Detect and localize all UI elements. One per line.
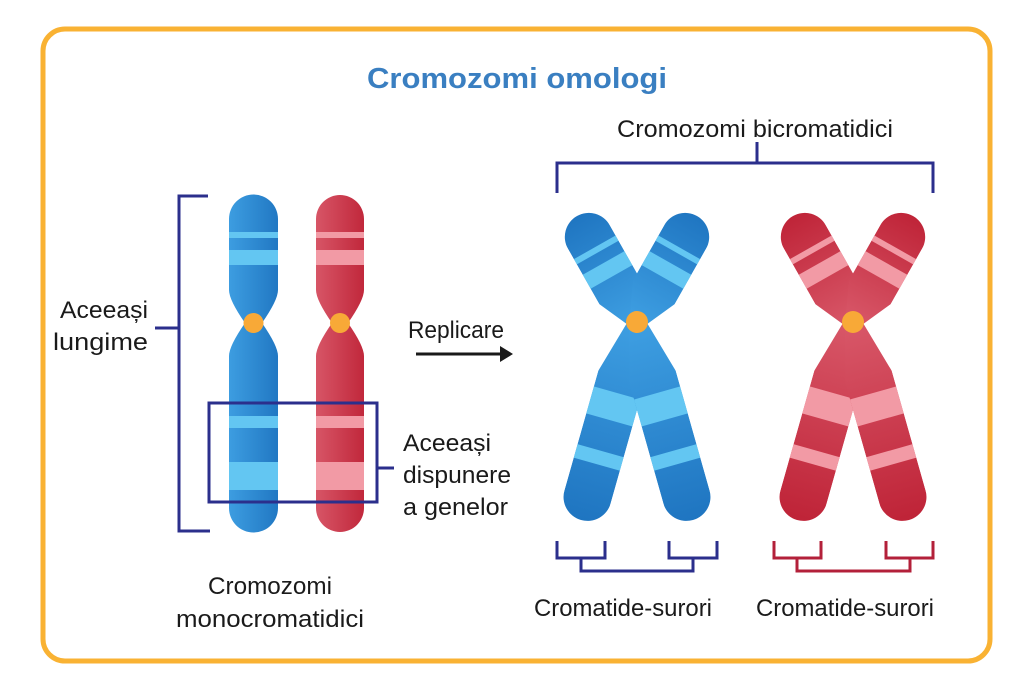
gene-band: [571, 443, 626, 472]
gene-band: [229, 232, 278, 238]
gene-band: [316, 416, 364, 428]
gene-band: [648, 443, 703, 472]
gene-band: [584, 385, 642, 428]
centromere: [842, 311, 864, 333]
bichromatid-label: Cromozomi bicromatidici: [617, 116, 893, 143]
gene-band: [316, 250, 364, 265]
monochromatid-label-line1: Cromozomi: [208, 573, 332, 600]
gene-band: [316, 232, 364, 238]
chromatid-arm: [616, 204, 718, 334]
gene-band: [855, 250, 910, 290]
replication-arrow-icon: [416, 346, 513, 362]
sister-chromatids-bracket-red: [772, 541, 935, 573]
same-genes-label-line2: dispunere: [403, 462, 511, 489]
gene-band: [848, 385, 906, 428]
gene-band: [580, 250, 635, 290]
gene-band: [572, 234, 621, 266]
gene-band: [229, 462, 278, 490]
blue-bichromatid-chromosome: [556, 204, 718, 527]
gene-band: [632, 385, 690, 428]
same-gene-arrangement-box: [207, 401, 394, 504]
gene-band: [316, 462, 364, 490]
same-length-label-line1: Aceeași: [60, 297, 148, 324]
gene-band: [639, 250, 694, 290]
gene-band: [229, 416, 278, 428]
same-length-bracket: [155, 194, 210, 533]
frame-border: [40, 26, 993, 664]
sister-chromatids-bracket-blue: [555, 541, 719, 573]
gene-band: [800, 385, 858, 428]
sister-chromatids-label-red: Cromatide-surori: [756, 595, 934, 622]
same-length-label-line2: lungime: [53, 329, 148, 356]
monochromatid-label-line2: monocromatidici: [176, 606, 364, 633]
diagram-title: Cromozomi omologi: [367, 63, 667, 95]
blue-monochromatid-chromosome: [229, 194, 278, 533]
chromatid-arm: [832, 204, 934, 334]
chromatid-arm: [613, 315, 717, 527]
gene-band: [653, 234, 702, 266]
gene-band: [864, 443, 919, 472]
replication-label: Replicare: [408, 317, 504, 344]
centromere: [243, 313, 264, 333]
gene-band: [869, 234, 918, 266]
same-genes-label-line3: a genelor: [403, 494, 508, 521]
gene-band: [787, 443, 842, 472]
centromere: [330, 313, 350, 333]
gene-band: [229, 250, 278, 265]
bichromatid-bracket: [555, 142, 935, 193]
gene-band: [788, 234, 837, 266]
centromere: [626, 311, 648, 333]
same-genes-label-line1: Aceeași: [403, 430, 491, 457]
red-bichromatid-chromosome: [772, 204, 934, 527]
red-monochromatid-chromosome: [316, 195, 364, 532]
sister-chromatids-label-blue: Cromatide-surori: [534, 595, 712, 622]
gene-band: [796, 250, 851, 290]
chromatid-arm: [829, 315, 933, 527]
